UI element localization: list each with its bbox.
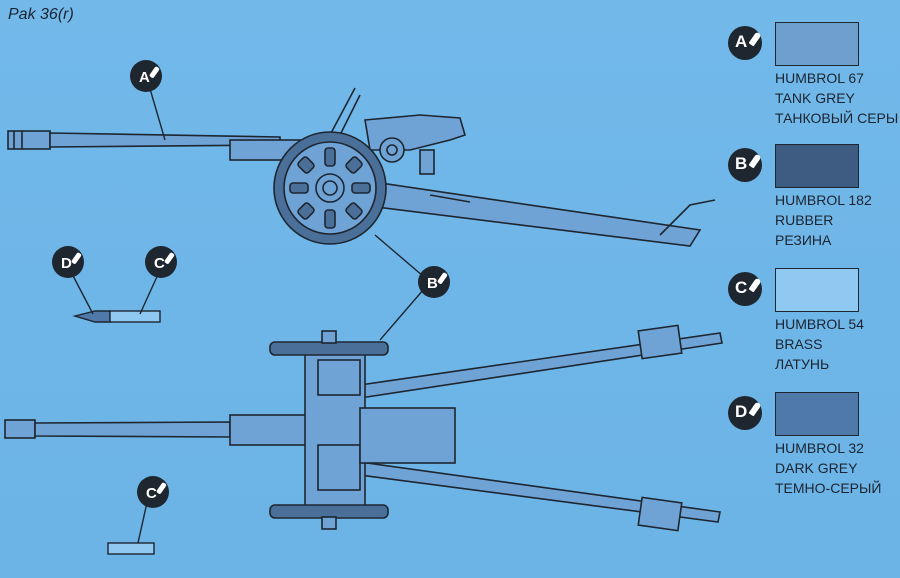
paint-code: HUMBROL 67 xyxy=(775,70,864,86)
page-title: Pak 36(r) xyxy=(8,6,74,23)
paint-name-ru: ТЕМНО-СЕРЫЙ xyxy=(775,480,882,496)
top-wheel-lower xyxy=(269,504,389,519)
legend-badge-a: A xyxy=(728,26,762,60)
spare-case xyxy=(107,542,155,555)
round xyxy=(72,310,161,323)
svg-text:C: C xyxy=(146,485,157,502)
paintbrush-icon xyxy=(748,153,762,169)
paintbrush-icon xyxy=(748,31,762,47)
paintbrush-icon xyxy=(748,277,762,293)
side-view xyxy=(7,87,716,247)
svg-text:C: C xyxy=(154,255,165,272)
color-swatch-a xyxy=(775,22,859,66)
color-swatch-c xyxy=(775,268,859,312)
svg-text:D: D xyxy=(61,255,72,272)
svg-text:A: A xyxy=(139,69,150,86)
paint-name-ru: ЛАТУНЬ xyxy=(775,356,830,372)
paint-name: TANK GREY xyxy=(775,90,855,106)
legend-badge-b: B xyxy=(728,148,762,182)
color-swatch-b xyxy=(775,144,859,188)
paint-code: HUMBROL 54 xyxy=(775,316,864,332)
top-wheel-upper xyxy=(269,341,389,356)
paint-code: HUMBROL 32 xyxy=(775,440,864,456)
callout-c-round: C xyxy=(145,246,177,278)
top-view xyxy=(4,324,723,532)
svg-text:B: B xyxy=(427,275,438,292)
legend-badge-c: C xyxy=(728,272,762,306)
callout-d-round: D xyxy=(52,246,84,278)
color-swatch-d xyxy=(775,392,859,436)
paint-code: HUMBROL 182 xyxy=(775,192,872,208)
paint-name: DARK GREY xyxy=(775,460,858,476)
paintbrush-icon xyxy=(748,401,762,417)
callout-a-top: A xyxy=(130,60,162,92)
legend-badge-d: D xyxy=(728,396,762,430)
paint-name-ru: РЕЗИНА xyxy=(775,232,832,248)
paint-name-ru: ТАНКОВЫЙ СЕРЫ xyxy=(775,110,899,126)
paint-name: BRASS xyxy=(775,336,823,352)
paint-name: RUBBER xyxy=(775,212,834,228)
callout-c-spare: C xyxy=(137,476,169,508)
callout-b-wheels: B xyxy=(418,266,450,298)
